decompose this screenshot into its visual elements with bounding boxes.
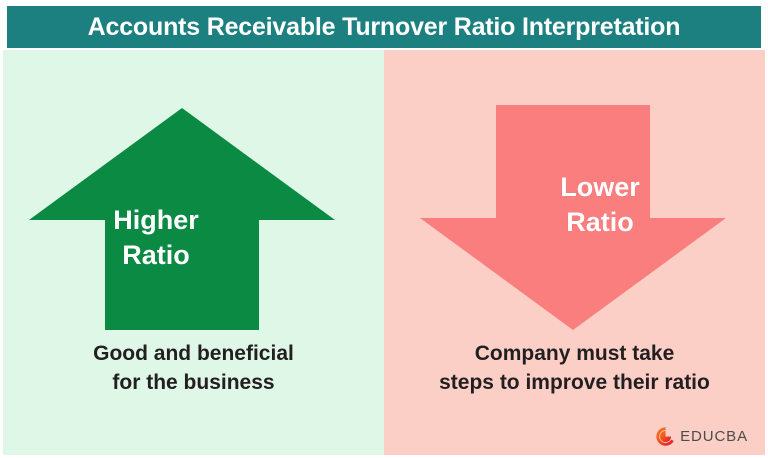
educba-logo: EDUCBA bbox=[655, 426, 748, 447]
educba-logo-icon bbox=[656, 427, 674, 446]
panel-lower-ratio: Lower Ratio Company must take steps to i… bbox=[384, 50, 765, 455]
caption-higher-ratio: Good and beneficial for the business bbox=[93, 342, 294, 394]
comparison-panels: Higher Ratio Good and beneficial for the… bbox=[3, 50, 765, 455]
arrow-up-icon bbox=[29, 108, 335, 330]
panel-higher-ratio: Higher Ratio Good and beneficial for the… bbox=[3, 50, 384, 455]
header-bar: Accounts Receivable Turnover Ratio Inter… bbox=[7, 6, 761, 48]
arrow-down-icon bbox=[420, 105, 726, 330]
page-title: Accounts Receivable Turnover Ratio Inter… bbox=[87, 12, 681, 41]
educba-logo-text: EDUCBA bbox=[680, 428, 748, 445]
caption-lower-ratio: Company must take steps to improve their… bbox=[439, 342, 710, 394]
